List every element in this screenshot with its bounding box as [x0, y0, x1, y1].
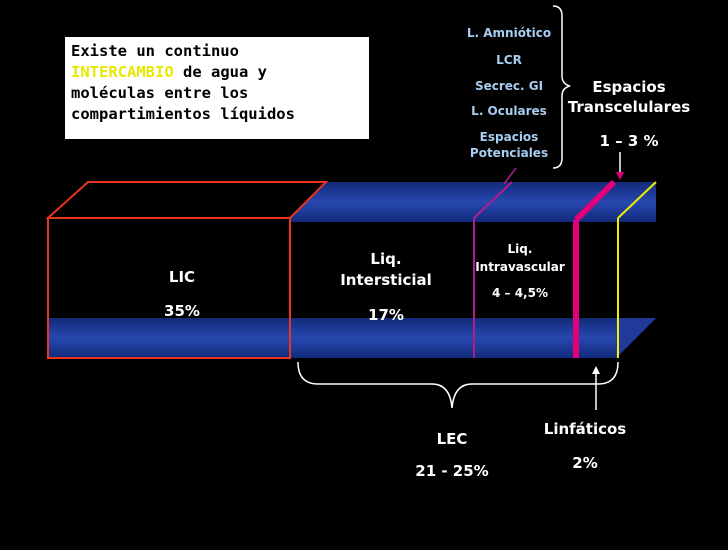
- lymph-top-line: [573, 179, 617, 223]
- block-band-front: [48, 318, 616, 358]
- lec-brace: [297, 361, 619, 409]
- lic-label: LIC: [168, 268, 196, 286]
- lec-label: LEC: [436, 430, 468, 448]
- interstitial-label-line1: Liq.: [370, 250, 402, 268]
- lec-percent: 21 - 25%: [415, 462, 489, 480]
- interstitial-label-line2: Intersticial: [340, 271, 432, 289]
- interstitial-percent: 17%: [368, 306, 404, 324]
- transcellular-top-line: [617, 181, 657, 219]
- block-band-top: [290, 182, 656, 222]
- intravascular-top-line: [473, 181, 513, 219]
- transcellular-item-espacios: Espacios: [479, 130, 539, 144]
- lymphatics-percent: 2%: [572, 454, 598, 472]
- transcellular-item-secrec-gi: Secrec. GI: [474, 79, 544, 93]
- lymphatics-label: Linfáticos: [543, 420, 627, 438]
- transcellular-brace: [552, 5, 571, 169]
- note-line-1: Existe un continuo: [71, 42, 239, 60]
- transcellular-pointer-line: [503, 167, 517, 185]
- note-line-2: INTERCAMBIO de agua y: [71, 62, 363, 83]
- transcellular-title-line1: Espacios: [592, 78, 666, 96]
- intercambio-highlight: INTERCAMBIO: [71, 63, 174, 81]
- transcellular-percent: 1 – 3 %: [599, 132, 659, 150]
- intravascular-label-line1: Liq.: [507, 242, 533, 256]
- note-line-4: compartimientos líquidos: [71, 105, 295, 123]
- block-side-band-lower: [616, 318, 656, 358]
- transcellular-item-amniotic: L. Amniótico: [466, 26, 552, 40]
- note-line-3: moléculas entre los: [71, 84, 249, 102]
- transcellular-arrow-head: [616, 172, 624, 180]
- lic-percent: 35%: [164, 302, 200, 320]
- transcellular-item-lcr: LCR: [496, 53, 522, 67]
- note-line-2-rest: de agua y: [173, 63, 267, 81]
- intercambio-note-box: Existe un continuo INTERCAMBIO de agua y…: [64, 36, 370, 140]
- transcellular-item-potenciales: Potenciales: [469, 146, 549, 160]
- intravascular-percent: 4 – 4,5%: [492, 286, 548, 300]
- intravascular-label-line2: Intravascular: [475, 260, 565, 274]
- lymph-arrow-head: [592, 366, 600, 374]
- transcellular-title-line2: Transcelulares: [567, 98, 691, 116]
- transcellular-item-oculares: L. Oculares: [471, 104, 547, 118]
- lic-top-outline: [45, 181, 329, 219]
